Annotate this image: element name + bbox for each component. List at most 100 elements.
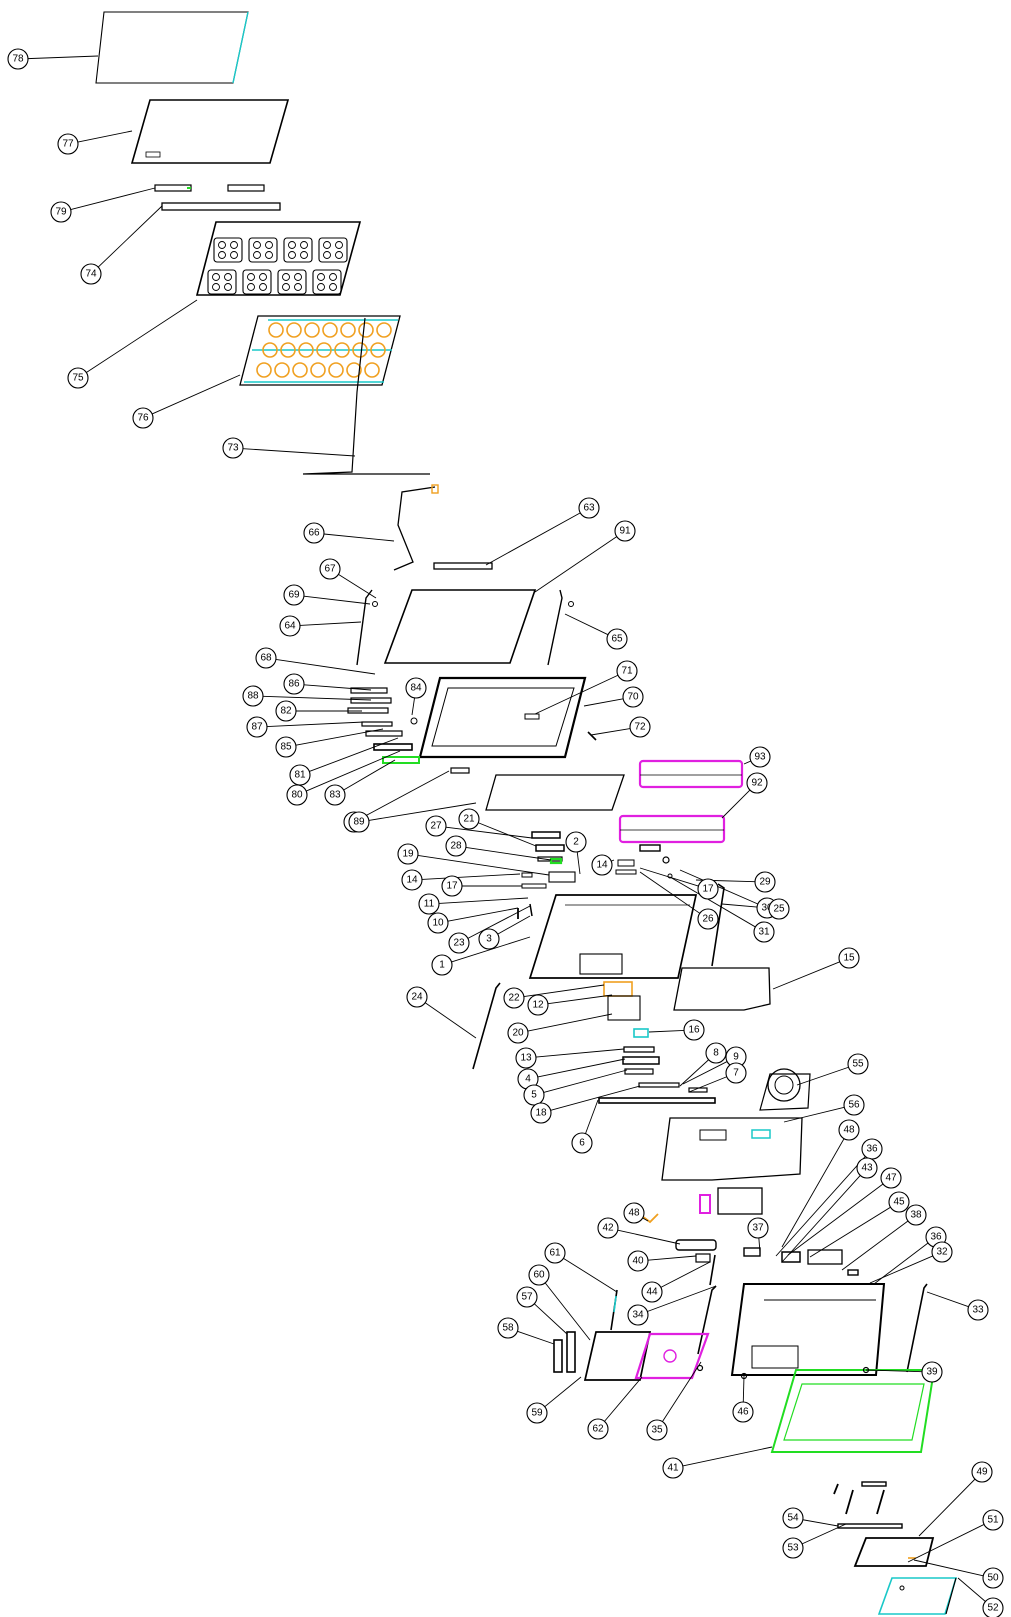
leader-line	[362, 770, 450, 818]
part-44	[709, 1254, 716, 1286]
callout-number: 80	[291, 790, 303, 801]
callout-circle	[754, 871, 776, 893]
callout-93: 93	[749, 746, 771, 768]
callout-circle	[275, 700, 297, 722]
part-31	[667, 873, 673, 879]
callout-number: 33	[972, 1305, 984, 1316]
callout-labels: 7877797475767366639167696465688688828785…	[7, 48, 1004, 1617]
callout-number: 91	[619, 526, 631, 537]
callout-85: 85	[275, 736, 297, 758]
callout-63: 63	[578, 497, 600, 519]
callout-number: 87	[251, 722, 263, 733]
leader-line	[295, 728, 384, 746]
callout-circle	[749, 746, 771, 768]
part-22-orange	[603, 981, 633, 997]
part-orange-ring	[304, 322, 320, 338]
callout-32: 32	[931, 1241, 953, 1263]
part-23	[529, 903, 533, 917]
part-bracket-pad-hole	[323, 241, 331, 249]
callout-33: 33	[967, 1299, 989, 1321]
callout-43: 43	[856, 1157, 878, 1179]
part-bracket-pad-hole	[329, 283, 337, 291]
callout-circle	[856, 1157, 878, 1179]
callout-number: 55	[852, 1059, 864, 1070]
callout-circle	[982, 1597, 1004, 1617]
leader-line	[306, 750, 401, 792]
callout-48: 48	[838, 1119, 860, 1141]
callout-72: 72	[629, 716, 651, 738]
callout-88: 88	[242, 685, 264, 707]
part-83-green	[382, 756, 420, 764]
callout-circle	[507, 1022, 529, 1044]
callout-number: 93	[754, 752, 766, 763]
callout-number: 79	[55, 207, 67, 218]
callout-24: 24	[406, 986, 428, 1008]
part-43-47	[781, 1251, 801, 1263]
callout-78: 78	[7, 48, 29, 70]
callout-number: 86	[288, 679, 300, 690]
callout-26: 26	[697, 908, 719, 930]
leader-line	[77, 130, 133, 143]
callout-number: 22	[508, 993, 520, 1004]
part-60-hdd-frame	[583, 1331, 652, 1381]
callout-number: 32	[936, 1247, 948, 1258]
callout-number: 31	[758, 927, 770, 938]
callout-number: 13	[520, 1053, 532, 1064]
callout-circle	[646, 1419, 668, 1441]
callout-circle	[982, 1567, 1004, 1589]
leader-line	[478, 822, 537, 847]
part-17-right	[615, 869, 637, 875]
callout-number: 7	[733, 1068, 739, 1079]
leader-line	[86, 299, 198, 373]
callout-6: 6	[571, 1132, 593, 1154]
part-88	[350, 697, 392, 704]
leader-line	[743, 760, 752, 765]
callout-circle	[324, 784, 346, 806]
part-38	[847, 1269, 859, 1276]
callout-number: 76	[137, 413, 149, 424]
callout-circle	[246, 716, 268, 738]
part-bracket-pad	[283, 237, 313, 263]
part-orange-ring	[262, 342, 278, 358]
callout-circle	[80, 263, 102, 285]
part-28-green	[549, 857, 563, 865]
leader-line	[467, 905, 531, 939]
callout-48: 48	[623, 1202, 645, 1224]
part-screw-65	[568, 601, 574, 607]
callout-16: 16	[683, 1019, 705, 1041]
part-6-bar	[598, 1097, 716, 1104]
callout-number: 4	[525, 1074, 531, 1085]
part-bracket-pad-hole	[329, 273, 337, 281]
part-top-case	[528, 894, 698, 979]
part-lcd-back-cover	[130, 99, 290, 164]
callout-82: 82	[275, 700, 297, 722]
callout-number: 14	[596, 860, 608, 871]
part-touchpad	[579, 953, 623, 975]
callout-60: 60	[528, 1264, 550, 1286]
part-13	[623, 1046, 655, 1053]
callout-58: 58	[497, 1317, 519, 1339]
callout-number: 85	[280, 742, 292, 753]
callout-28: 28	[445, 835, 467, 857]
callout-circle	[847, 1053, 869, 1075]
callout-number: 88	[247, 691, 259, 702]
leader-line	[27, 55, 99, 60]
leader-line	[682, 1061, 728, 1085]
callout-17: 17	[441, 875, 463, 897]
part-54-top	[861, 1481, 887, 1487]
leader-line	[585, 1099, 599, 1134]
part-56-magenta	[699, 1194, 711, 1214]
callout-circle	[523, 1084, 545, 1106]
callout-number: 19	[402, 849, 414, 860]
callout-27: 27	[425, 815, 447, 837]
part-85	[361, 721, 393, 727]
callout-number: 89	[353, 817, 365, 828]
part-42	[675, 1239, 717, 1251]
callout-number: 42	[602, 1223, 614, 1234]
callout-circle	[697, 908, 719, 930]
part-57	[566, 1331, 576, 1373]
leader-line	[781, 1138, 845, 1248]
callout-81: 81	[289, 764, 311, 786]
part-27	[531, 831, 561, 839]
